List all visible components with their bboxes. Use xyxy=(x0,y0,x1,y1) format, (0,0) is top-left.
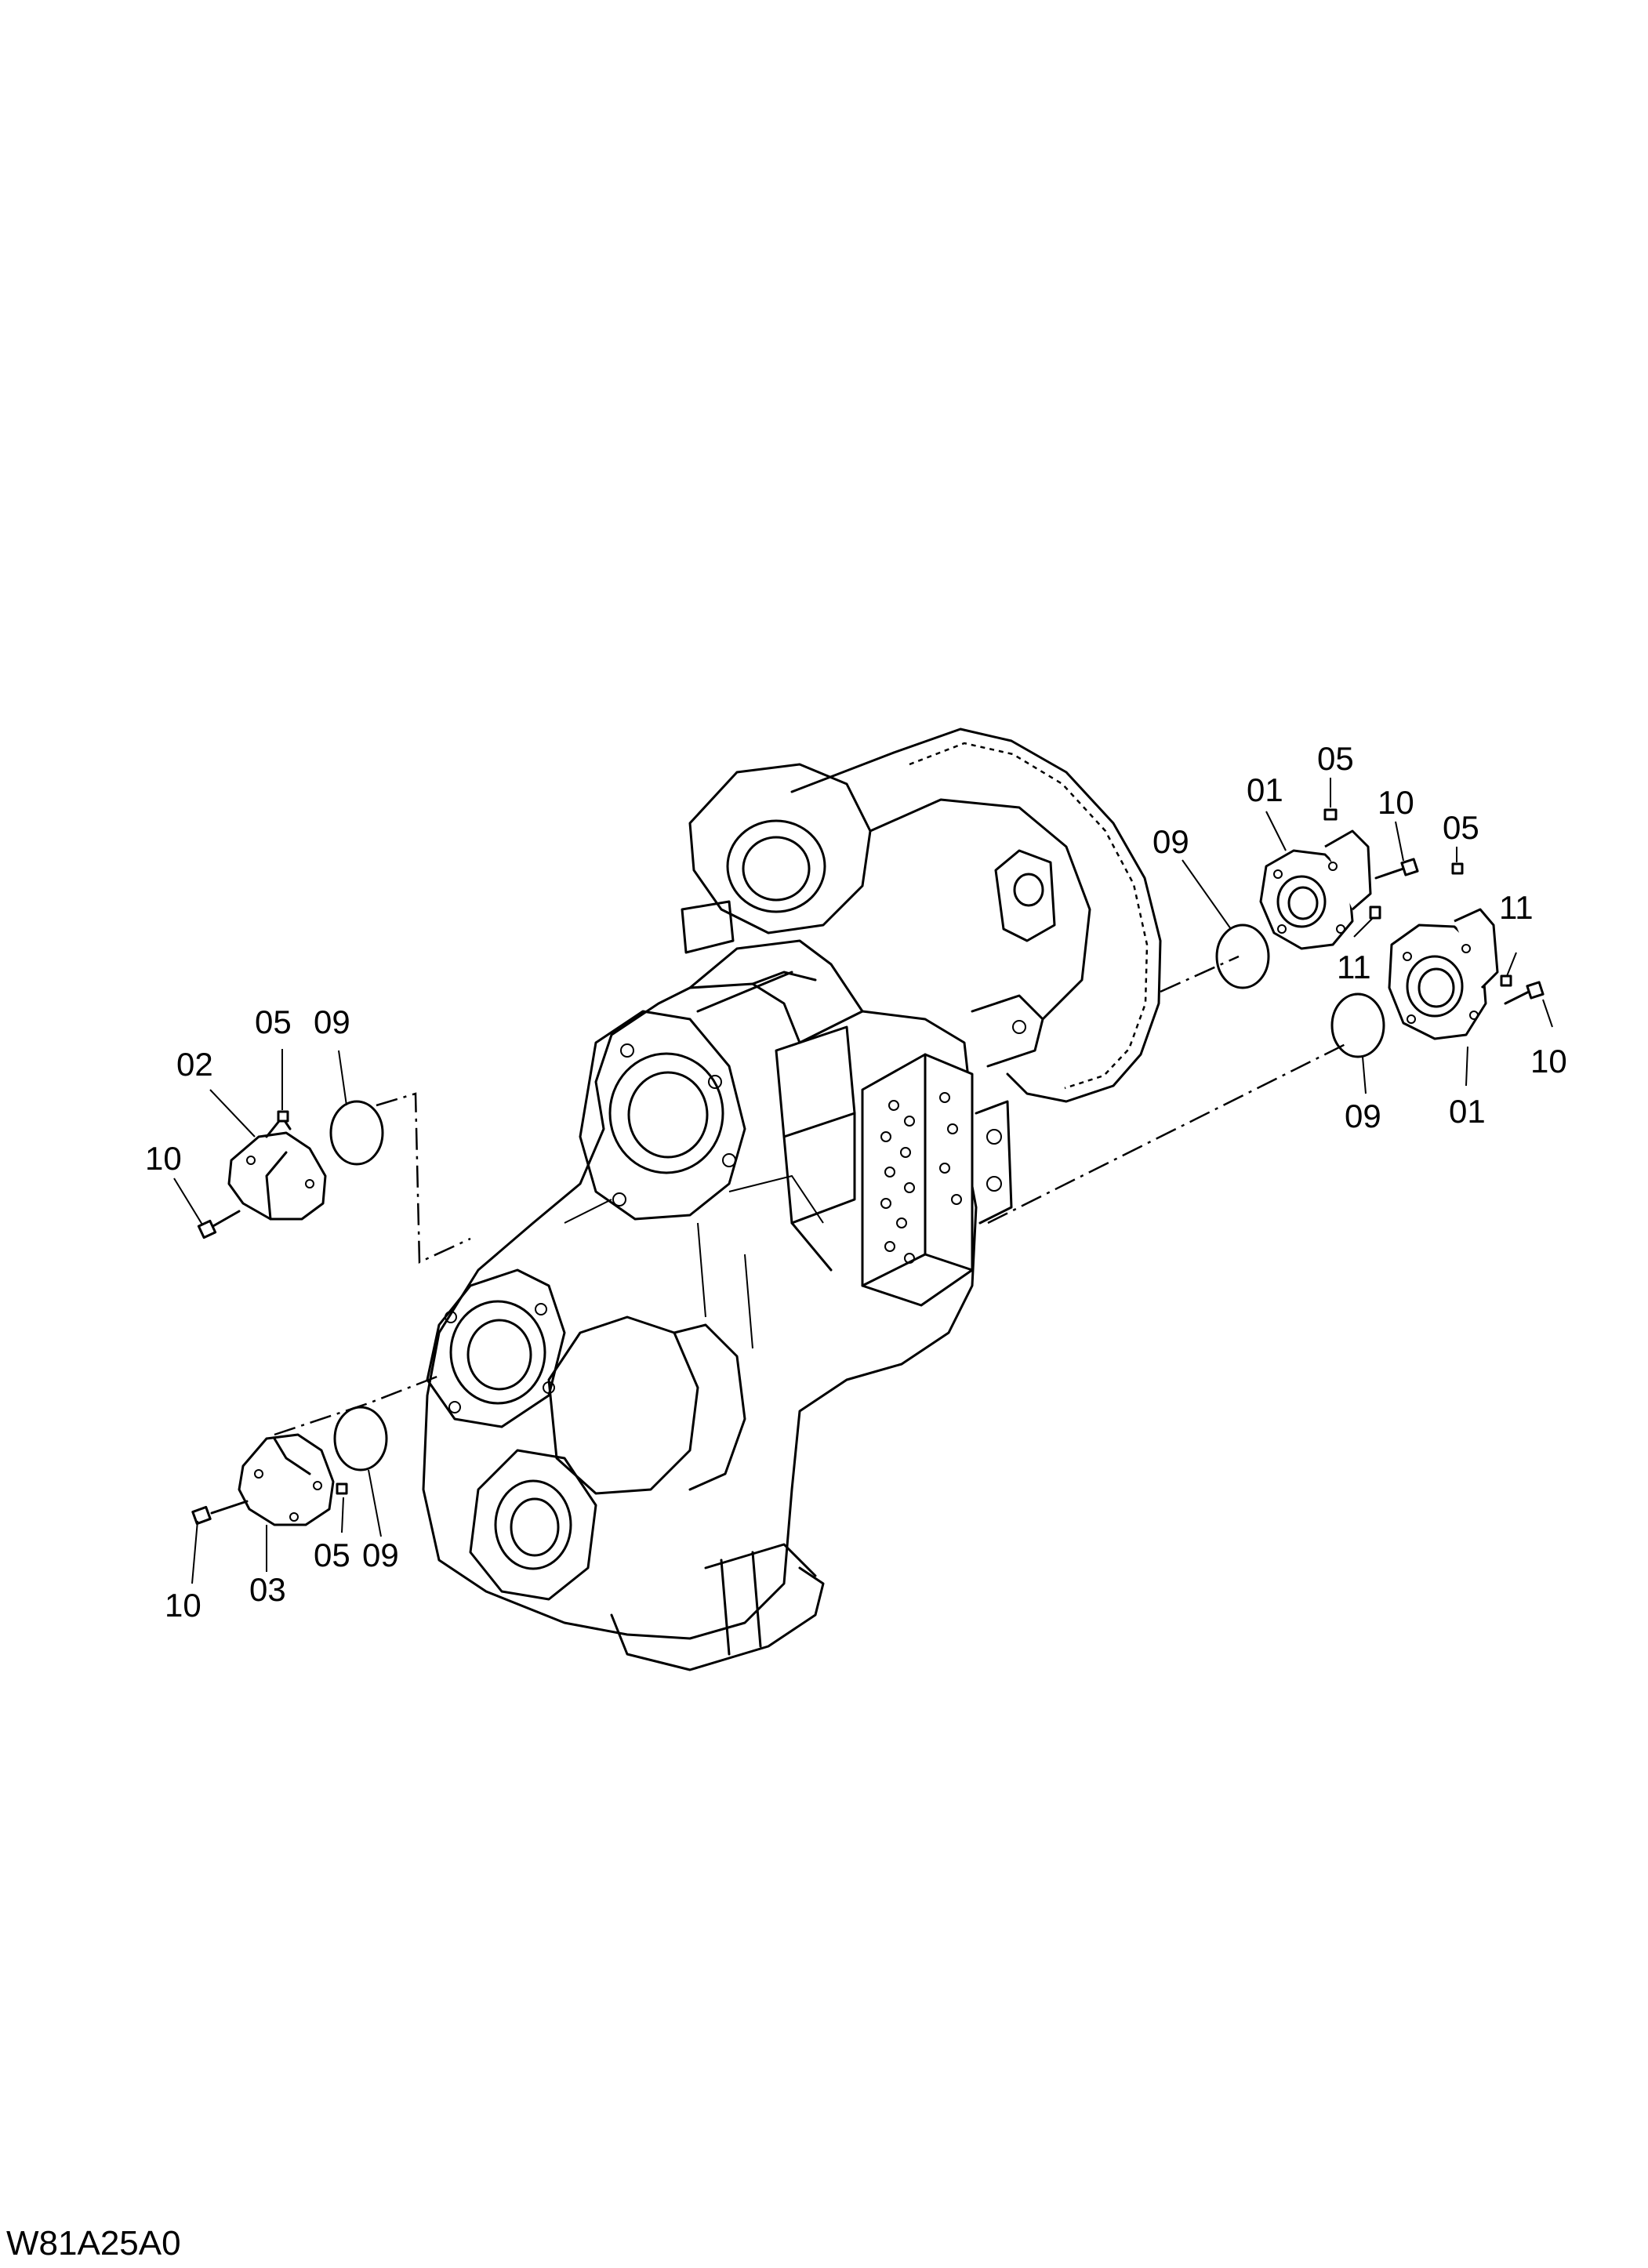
upper-bolt-10 xyxy=(1374,858,1419,880)
callout-09-upper: 09 xyxy=(1153,823,1189,860)
upper-plug-05 xyxy=(1323,808,1338,821)
left-lower-plug-05 xyxy=(336,1482,348,1495)
callout-09-lower: 09 xyxy=(1345,1098,1381,1134)
callout-03: 03 xyxy=(249,1571,286,1608)
callout-leaders xyxy=(173,778,1553,1584)
left-upper-bolt-10 xyxy=(197,1210,241,1239)
callout-11-middle: 11 xyxy=(1337,949,1371,985)
lower-right-bearing-housing xyxy=(1388,908,1499,1040)
callout-05-left-upper: 05 xyxy=(255,1003,292,1040)
callout-05-upper: 05 xyxy=(1317,740,1354,777)
upper-o-ring xyxy=(1215,924,1270,989)
transmission-housing xyxy=(422,728,1162,1671)
assembly-center-lines xyxy=(274,955,1349,1436)
upper-plug-11 xyxy=(1369,905,1381,920)
callout-01-upper: 01 xyxy=(1247,771,1283,808)
cover-02 xyxy=(227,1116,327,1221)
callout-09-left-lower: 09 xyxy=(362,1537,399,1573)
callout-10-upper: 10 xyxy=(1378,784,1414,821)
lower-plug-11 xyxy=(1500,974,1512,987)
callout-11-right: 11 xyxy=(1499,889,1534,926)
drawing-code: W81A25A0 xyxy=(6,2224,181,2263)
callout-10-left-upper: 10 xyxy=(145,1140,182,1177)
callout-05-right: 05 xyxy=(1443,809,1479,846)
left-lower-bolt-10 xyxy=(191,1500,249,1526)
callout-02: 02 xyxy=(176,1046,213,1083)
lower-plug-05 xyxy=(1451,862,1464,875)
lower-o-ring xyxy=(1330,992,1385,1058)
callout-labels: 01 05 10 09 05 11 11 10 01 09 05 09 02 1… xyxy=(145,740,1567,1624)
callout-05-left-lower: 05 xyxy=(314,1537,350,1573)
cover-03 xyxy=(238,1433,335,1526)
callout-01-lower: 01 xyxy=(1449,1093,1486,1130)
callout-10-right: 10 xyxy=(1530,1043,1567,1080)
valve-block-ports xyxy=(880,1092,962,1264)
callout-09-left-upper: 09 xyxy=(314,1003,350,1040)
left-upper-plug-05 xyxy=(277,1110,289,1123)
callout-10-left-lower: 10 xyxy=(165,1587,201,1624)
lower-bolt-10 xyxy=(1504,981,1545,1005)
left-upper-o-ring xyxy=(329,1100,384,1166)
upper-right-bearing-housing xyxy=(1259,829,1372,950)
left-lower-o-ring xyxy=(333,1406,388,1471)
